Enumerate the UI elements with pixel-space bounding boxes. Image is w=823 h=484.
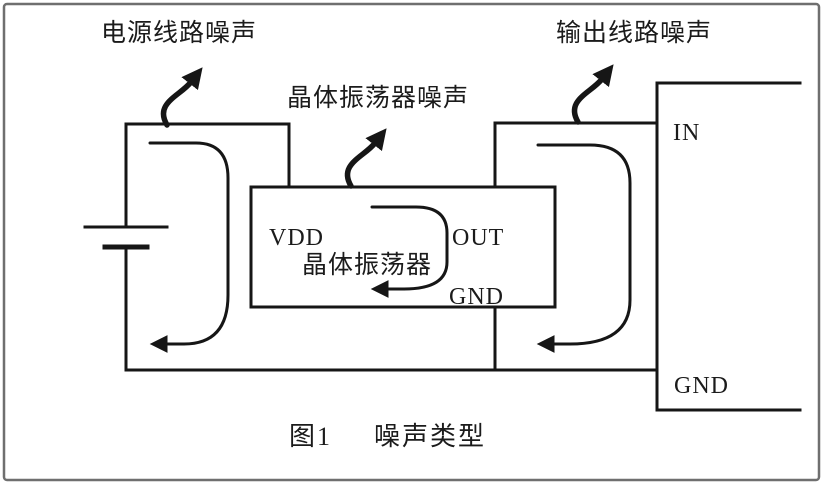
figure-caption: 图1 噪声类型: [289, 416, 486, 453]
noise-arrow-output: [571, 64, 614, 125]
power-loop-outline: [124, 122, 291, 229]
output-noise-label: 输出线路噪声: [556, 20, 713, 47]
loop-arrow-oscillator: [370, 205, 449, 298]
oscillator-box-outline: [249, 185, 557, 309]
figure-caption-title: 噪声类型: [374, 422, 487, 451]
load-gnd-pin-label: GND: [674, 373, 729, 399]
noise-arrow-power: [160, 67, 203, 128]
oscillator-name-label: 晶体振荡器: [302, 252, 433, 279]
load-box-outline: [655, 81, 802, 412]
load-in-pin-label: IN: [673, 120, 701, 146]
oscillator-vdd-pin-label: VDD: [269, 225, 324, 251]
loop-arrow-output: [536, 143, 632, 353]
loop-arrow-power: [148, 141, 230, 353]
battery-icon: [83, 225, 169, 250]
crystal-noise-label: 晶体振荡器噪声: [287, 85, 470, 112]
figure-caption-number: 图1: [289, 422, 333, 451]
oscillator-out-pin-label: OUT: [452, 225, 505, 251]
noise-arrow-crystal: [344, 128, 387, 189]
oscillator-gnd-pin-label: GND: [449, 284, 504, 310]
power-noise-label: 电源线路噪声: [101, 20, 258, 47]
output-loop-outline: [493, 121, 659, 189]
